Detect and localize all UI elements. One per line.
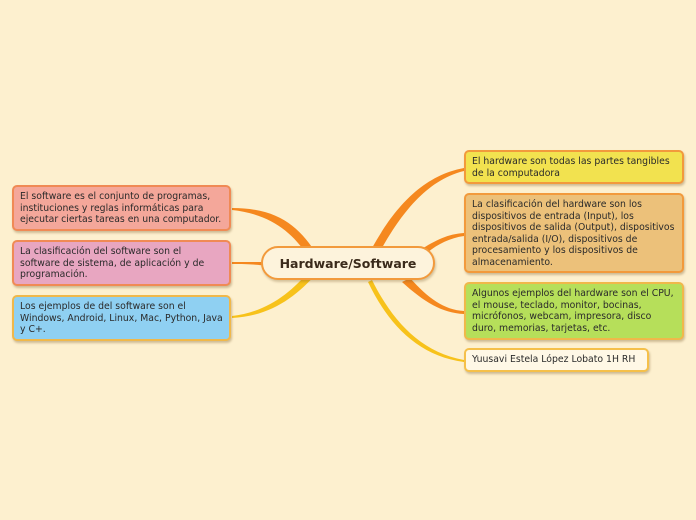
- topic-hardware-classification[interactable]: La clasificación del hardware son los di…: [464, 193, 684, 273]
- topic-text: Algunos ejemplos del hardware son el CPU…: [472, 288, 674, 334]
- topic-text: Yuusavi Estela López Lobato 1H RH: [472, 354, 636, 365]
- topic-software-classification[interactable]: La clasificación del software son el sof…: [12, 240, 231, 286]
- topic-text: La clasificación del hardware son los di…: [472, 199, 675, 268]
- topic-software-definition[interactable]: El software es el conjunto de programas,…: [12, 185, 231, 231]
- topic-text: El hardware son todas las partes tangibl…: [472, 156, 670, 179]
- topic-text: La clasificación del software son el sof…: [20, 246, 205, 281]
- central-topic[interactable]: Hardware/Software: [261, 246, 435, 280]
- topic-text: El software es el conjunto de programas,…: [20, 191, 222, 226]
- topic-text: Los ejemplos de del software son el Wind…: [20, 301, 223, 336]
- topic-software-examples[interactable]: Los ejemplos de del software son el Wind…: [12, 295, 231, 341]
- connector-right-2: [420, 233, 464, 252]
- connector-right-1: [372, 168, 464, 248]
- topic-author[interactable]: Yuusavi Estela López Lobato 1H RH: [464, 348, 649, 372]
- connector-left-2: [232, 262, 266, 266]
- connector-right-3: [402, 278, 464, 314]
- topic-hardware-definition[interactable]: El hardware son todas las partes tangibl…: [464, 150, 684, 184]
- central-topic-label: Hardware/Software: [279, 255, 417, 271]
- topic-hardware-examples[interactable]: Algunos ejemplos del hardware son el CPU…: [464, 282, 684, 340]
